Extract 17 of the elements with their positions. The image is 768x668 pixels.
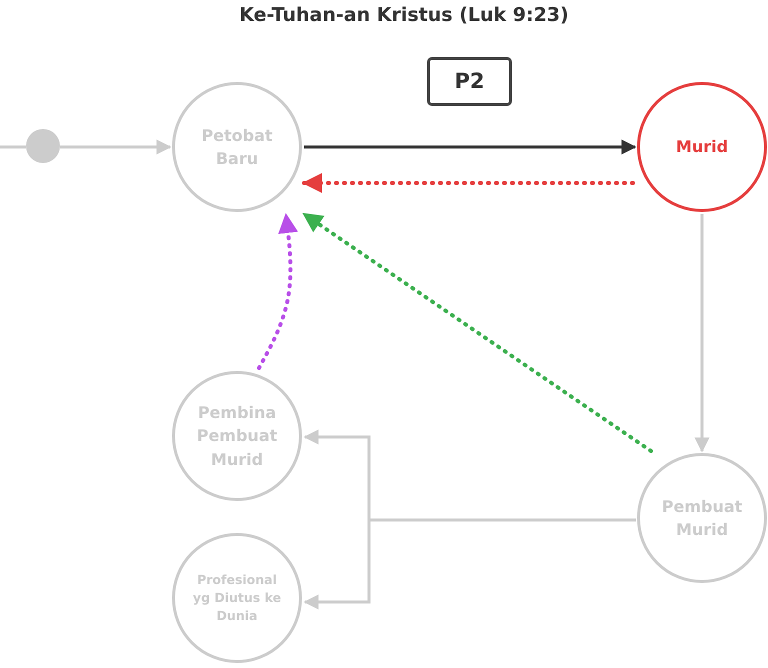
stage-circle — [637, 453, 767, 583]
start-dot — [26, 129, 60, 163]
arrow — [60, 140, 172, 154]
stage-circle — [172, 371, 302, 501]
node-label: Murid — [676, 136, 728, 158]
arrow — [304, 518, 636, 610]
diagram-title: Ke-Tuhan-an Kristus (Luk 9:23) — [238, 4, 570, 26]
arrow — [257, 213, 298, 370]
arrow — [694, 214, 710, 452]
arrow — [302, 212, 653, 453]
arrow — [304, 140, 636, 154]
stage-box — [427, 57, 512, 106]
arrow — [302, 173, 635, 193]
stage-circle — [637, 82, 767, 212]
node-label: P2 — [454, 68, 484, 96]
stage-circle — [172, 533, 302, 663]
stage-circle — [172, 82, 302, 212]
